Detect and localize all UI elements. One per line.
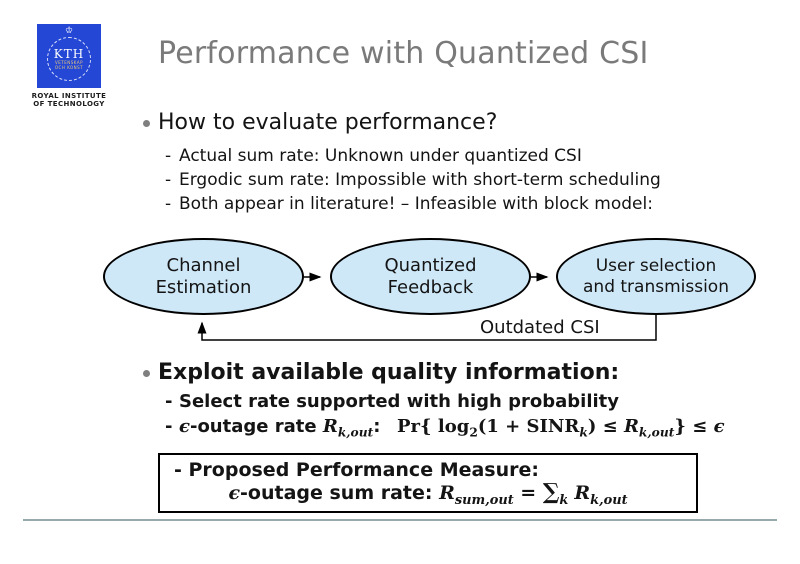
sub-bullet-ergodic-sum-rate: - Ergodic sum rate: Impossible with shor… xyxy=(165,168,661,192)
sub-bullet-text: Ergodic sum rate: Impossible with short-… xyxy=(179,170,661,190)
epsilon-symbol: ϵ xyxy=(228,482,241,504)
right-brace: } xyxy=(674,416,686,437)
rate-variable-subscript: k,out xyxy=(590,492,628,508)
bullet-exploit-quality: Exploit available quality information: xyxy=(143,360,619,385)
dash-marker: - xyxy=(165,194,172,214)
node-label-line: Feedback xyxy=(387,276,474,298)
node-label-line: Quantized xyxy=(384,254,477,276)
sinr-subscript: k xyxy=(579,425,588,440)
sum-rate-variable: R xyxy=(439,482,455,504)
summation-symbol: ∑ xyxy=(542,479,560,505)
crown-icon: ♔ xyxy=(64,26,74,36)
rate-variable: R xyxy=(623,416,639,437)
sum-rate-subscript: sum,out xyxy=(454,492,514,508)
sub-bullet-both-literature: - Both appear in literature! – Infeasibl… xyxy=(165,192,661,216)
sub-bullet-select-rate: - Select rate supported with high probab… xyxy=(165,391,619,412)
bullet1-label: How to evaluate performance? xyxy=(158,110,498,135)
kth-caption-line2: OF TECHNOLOGY xyxy=(33,100,105,108)
leq-operator: ) ≤ xyxy=(587,416,624,437)
dash-marker: - xyxy=(165,416,173,437)
kth-motto-line2: OCH KONST xyxy=(54,65,84,70)
node-label-line: User selection xyxy=(595,255,717,276)
dash-marker: - xyxy=(165,391,173,412)
epsilon-symbol: ϵ xyxy=(713,416,725,437)
rate-variable-subscript: k,out xyxy=(337,425,374,440)
bullet-dot-icon xyxy=(143,370,150,377)
outage-probability-formula: Pr{ log2(1 + SINRk) ≤ Rk,out} ≤ ϵ xyxy=(397,416,725,440)
footer-divider xyxy=(23,519,777,521)
dash-marker: - xyxy=(165,146,172,166)
sub-bullet-text: Select rate supported with high probabil… xyxy=(179,391,620,412)
sum-rate-label: -outage sum rate: xyxy=(240,482,440,504)
outage-rate-label: -outage rate xyxy=(189,416,323,437)
epsilon-symbol: ϵ xyxy=(179,416,190,437)
sub-bullet-text: Actual sum rate: Unknown under quantized… xyxy=(179,146,582,166)
kth-seal-ring: KTH VETENSKAP OCH KONST xyxy=(47,37,91,81)
outdated-csi-label: Outdated CSI xyxy=(480,317,600,338)
rate-variable: R xyxy=(574,482,591,504)
leq-operator: ≤ xyxy=(685,416,714,437)
node-channel-estimation: Channel Estimation xyxy=(103,238,304,315)
bullet-dot-icon xyxy=(143,120,150,127)
node-label-line: and transmission xyxy=(583,276,729,297)
outage-rate-text: ϵ-outage rate Rk,out: xyxy=(179,416,380,440)
node-quantized-feedback: Quantized Feedback xyxy=(330,238,531,315)
log-base: 2 xyxy=(469,425,478,440)
colon: : xyxy=(373,416,381,437)
node-label-line: Channel xyxy=(166,254,241,276)
kth-logo-acronym: KTH xyxy=(53,47,85,61)
sub-bullet-text: Both appear in literature! – Infeasible … xyxy=(179,194,653,214)
sinr-expression: (1 + SINR xyxy=(477,416,580,437)
bullet1-sublist: - Actual sum rate: Unknown under quantiz… xyxy=(165,144,661,216)
rate-variable: R xyxy=(322,416,338,437)
kth-caption-line1: ROYAL INSTITUTE xyxy=(31,92,107,100)
kth-motto-line1: VETENSKAP xyxy=(55,60,83,65)
kth-logo-square: ♔ KTH VETENSKAP OCH KONST xyxy=(37,24,101,88)
sub-bullet-actual-sum-rate: - Actual sum rate: Unknown under quantiz… xyxy=(165,144,661,168)
node-user-selection: User selection and transmission xyxy=(556,238,756,315)
dash-marker: - xyxy=(165,170,172,190)
proposed-measure-box: - Proposed Performance Measure: ϵ-outage… xyxy=(158,453,698,513)
rate-variable-subscript: k,out xyxy=(638,425,675,440)
sub-bullet-outage-rate: - ϵ-outage rate Rk,out: Pr{ log2(1 + SIN… xyxy=(165,416,725,440)
bullet-how-to-evaluate: How to evaluate performance? xyxy=(143,110,497,135)
proposed-measure-title: - Proposed Performance Measure: xyxy=(174,459,539,481)
log-operator: log xyxy=(431,416,470,437)
kth-logo-caption: ROYAL INSTITUTE OF TECHNOLOGY xyxy=(14,92,124,108)
kth-logo: ♔ KTH VETENSKAP OCH KONST ROYAL INSTITUT… xyxy=(14,24,124,108)
pr-operator: Pr xyxy=(397,416,421,437)
left-brace: { xyxy=(420,416,432,437)
equals-sign: = xyxy=(513,482,543,504)
summation-index: k xyxy=(559,492,569,508)
node-label-line: Estimation xyxy=(155,276,252,298)
bullet2-label: Exploit available quality information: xyxy=(158,360,620,385)
slide-title: Performance with Quantized CSI xyxy=(158,36,649,71)
